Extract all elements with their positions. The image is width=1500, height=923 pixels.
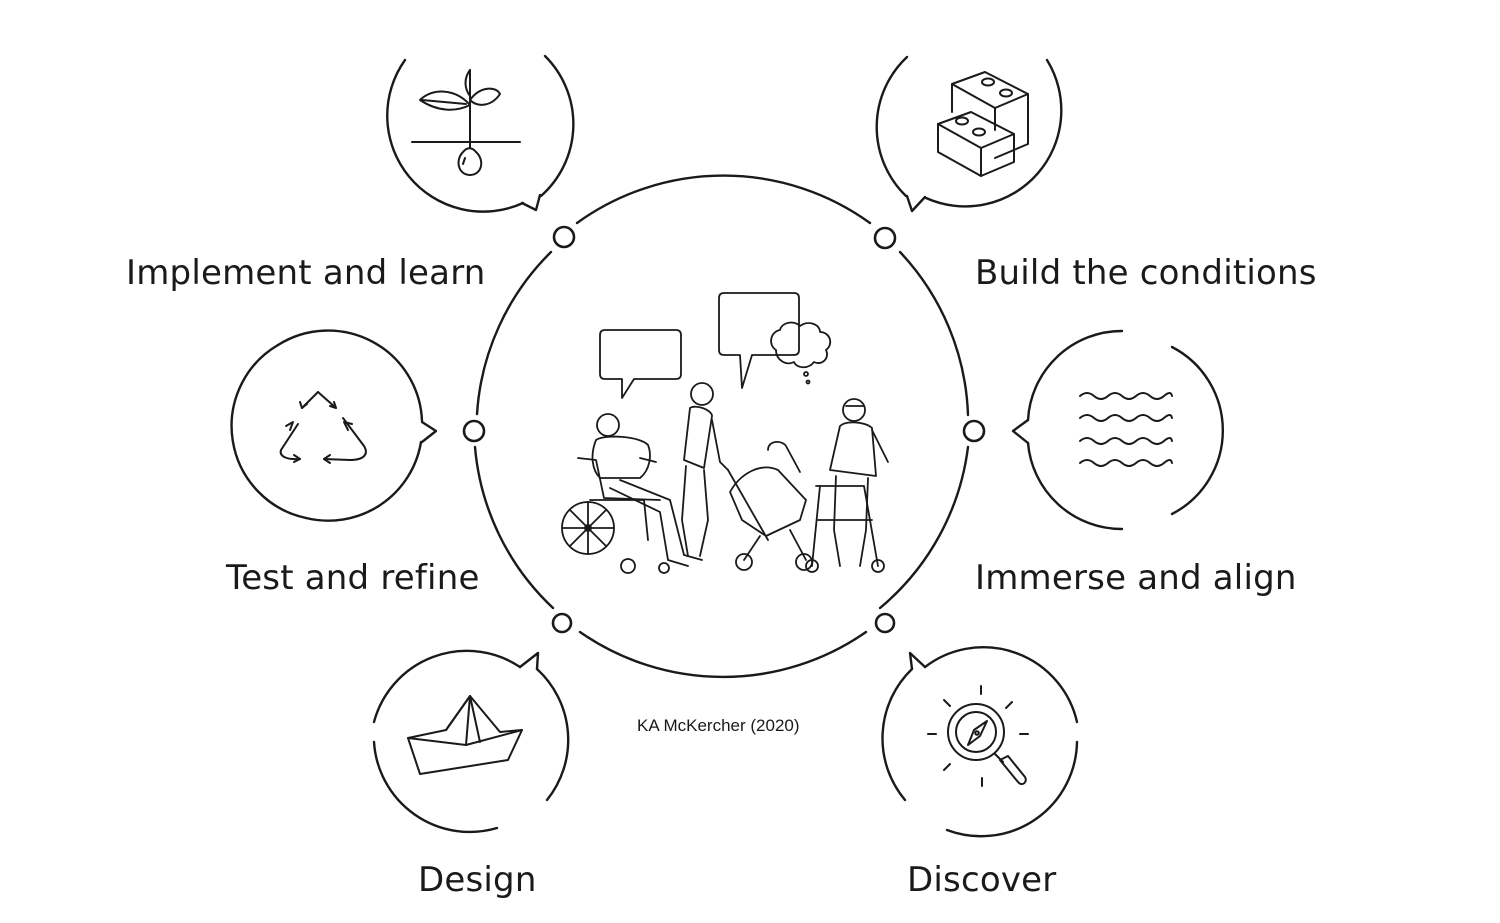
ring-node-top-left: [552, 225, 576, 249]
compass-magnifier-icon: [927, 685, 1029, 787]
bricks-icon: [937, 71, 1029, 177]
author-credit: KA McKercher (2020): [637, 716, 800, 735]
label-immerse-and-align: Immerse and align: [975, 558, 1297, 598]
central-ring: [473, 174, 970, 679]
label-discover: Discover: [907, 860, 1057, 900]
bubble-discover: [881, 646, 1079, 838]
label-test-and-refine: Test and refine: [226, 558, 480, 598]
wheelchair-user: [561, 413, 703, 574]
paper-boat-icon: [407, 695, 523, 775]
ring-node-bottom-right: [874, 612, 896, 634]
ring-nodes: [462, 225, 986, 634]
ring-node-top-right: [873, 226, 897, 250]
waves-icon: [1079, 392, 1173, 467]
person-with-pram: [681, 382, 813, 571]
ring-node-right: [962, 419, 986, 443]
community-people-illustration: [561, 292, 889, 574]
label-design: Design: [418, 860, 537, 900]
bubble-immerse: [1011, 329, 1225, 531]
bubble-implement: [386, 54, 575, 213]
seedling-icon: [411, 69, 521, 176]
speech-bubble-small: [599, 329, 682, 399]
bubble-test: [230, 329, 438, 522]
label-build-the-conditions: Build the conditions: [975, 253, 1317, 293]
speech-bubble-large: [718, 292, 800, 389]
recycle-arrows-icon: [279, 391, 367, 464]
thought-cloud: [770, 321, 832, 369]
person-with-walker: [805, 398, 889, 573]
bubble-design: [372, 649, 570, 834]
label-implement-and-learn: Implement and learn: [126, 253, 486, 293]
ring-node-bottom-left: [551, 612, 573, 634]
bubble-build: [875, 55, 1063, 213]
ring-node-left: [462, 419, 486, 443]
